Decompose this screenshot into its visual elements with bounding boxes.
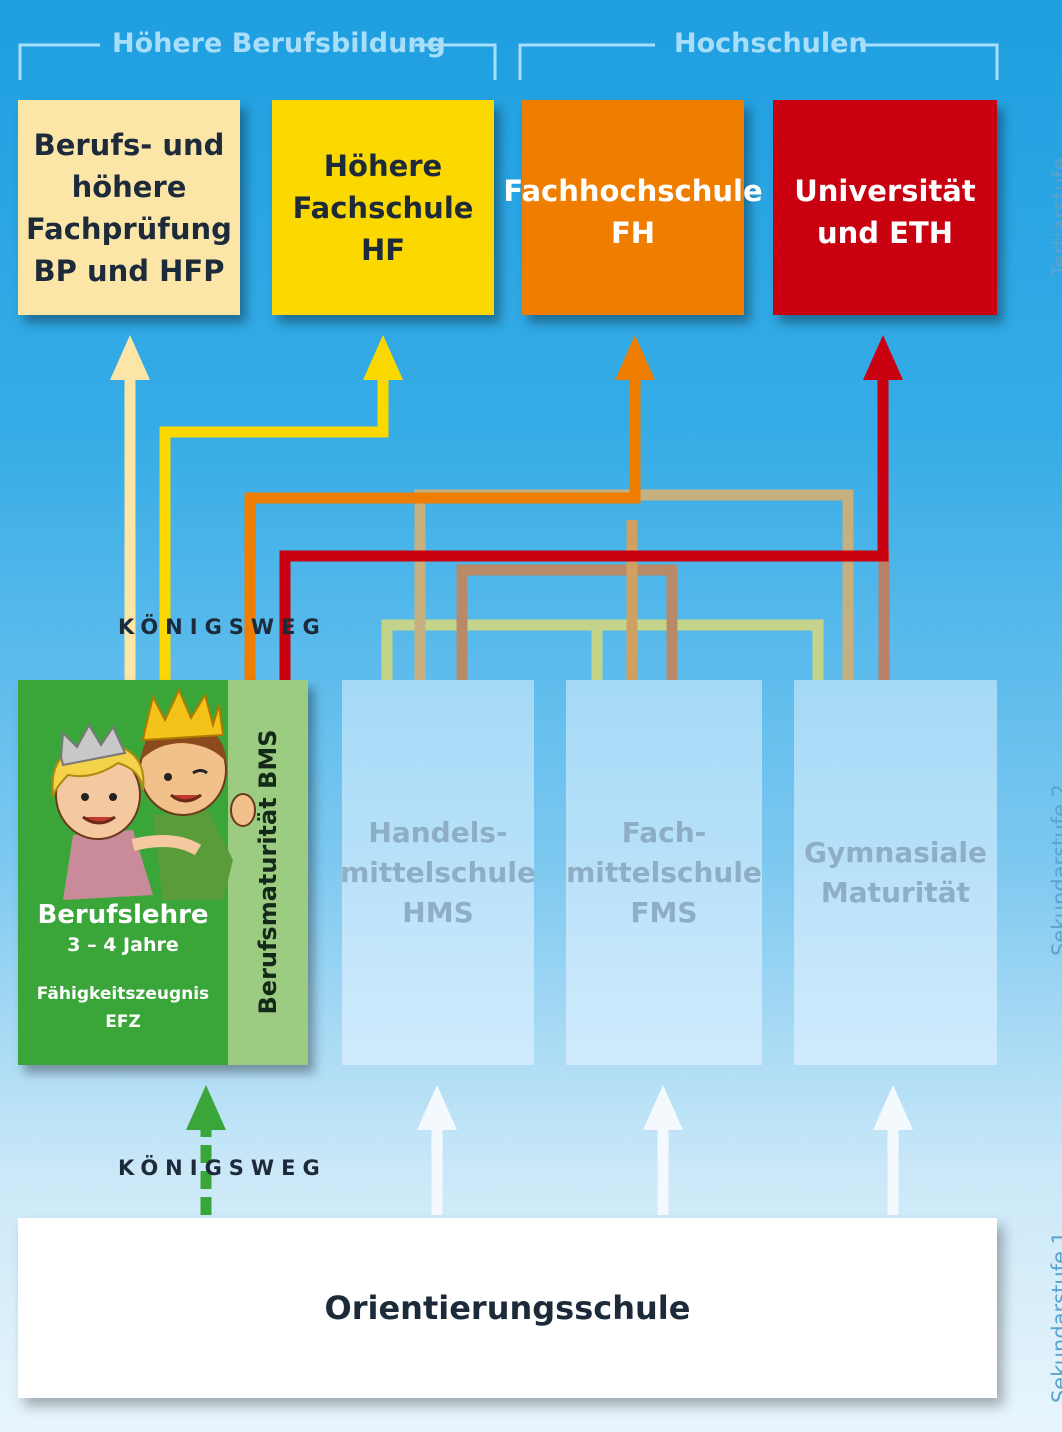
box-line: und ETH	[816, 216, 953, 250]
box-university: Universität und ETH	[773, 100, 997, 315]
box-line: BP und HFP	[33, 253, 225, 288]
arrow-head	[363, 335, 403, 380]
red-path	[279, 375, 889, 680]
certificate-label: Fähigkeitszeugnis EFZ	[18, 980, 228, 1036]
box-apprenticeship: Berufslehre 3 – 4 Jahre Fähigkeitszeugni…	[18, 680, 308, 1065]
royal-road-label-lower: KÖNIGSWEG	[118, 1156, 327, 1180]
arrow-head	[643, 1085, 683, 1130]
box-line: Fachschule	[292, 190, 474, 225]
box-line: Maturität	[820, 875, 971, 909]
royal-road-label-upper: KÖNIGSWEG	[118, 615, 327, 639]
level-label-secondary2: Sekundarstufe 2	[1048, 784, 1062, 957]
arrow-head	[110, 335, 150, 380]
box-line: Fachhochschule	[503, 174, 763, 208]
box-line: FH	[610, 216, 656, 250]
box-bp-hfp: Berufs- und höhere Fachprüfung BP und HF…	[18, 100, 240, 315]
bracket-line	[518, 43, 655, 80]
box-line: mittelschule	[340, 855, 536, 889]
bms-panel	[228, 680, 308, 1065]
box-line: Universität	[794, 174, 976, 208]
apprenticeship-duration: 3 – 4 Jahre	[67, 934, 179, 956]
orange-path	[244, 375, 641, 680]
level-label-tertiary: Tertiärstufe	[1048, 157, 1062, 277]
bracket-label-higher-vocational: Höhere Berufsbildung	[112, 28, 446, 59]
orientation-label: Orientierungsschule	[324, 1289, 691, 1327]
box-line: Fach-	[621, 815, 707, 849]
level-label-secondary1: Sekundarstufe 1	[1048, 1231, 1062, 1404]
box-orientation-school: Orientierungsschule	[18, 1218, 997, 1398]
faint-line	[456, 564, 678, 680]
certificate-line: Fähigkeitszeugnis	[36, 984, 210, 1004]
apprenticeship-title: Berufslehre	[37, 900, 209, 930]
yellow-path	[159, 375, 389, 680]
bracket-line	[18, 43, 100, 80]
box-line: Höhere	[323, 148, 443, 183]
box-line: Fachprüfung	[26, 211, 232, 246]
bracket-label-universities: Hochschulen	[674, 28, 868, 59]
certificate-line: EFZ	[105, 1012, 141, 1032]
arrow-head	[186, 1085, 226, 1130]
box-fh: Fachhochschule FH	[503, 100, 763, 315]
bms-label: Berufsmaturität BMS	[254, 729, 282, 1015]
bracket-line	[860, 43, 999, 80]
box-gymnasium: Gymnasiale Maturität	[794, 680, 997, 1065]
box-line: höhere	[71, 169, 187, 204]
box-line: Berufs- und	[33, 127, 225, 162]
box-hf: Höhere Fachschule HF	[272, 100, 494, 315]
arrow-head	[615, 335, 655, 380]
box-line: Gymnasiale	[804, 835, 987, 869]
bracket-line	[415, 43, 497, 80]
box-hms: Handels- mittelschule HMS	[340, 680, 536, 1065]
box-line: HF	[360, 232, 406, 267]
box-line: Handels-	[368, 815, 508, 849]
box-fms: Fach- mittelschule FMS	[566, 680, 762, 1065]
arrow-head	[417, 1085, 457, 1130]
cartoon-kings-illustration	[51, 687, 256, 900]
arrow-head	[873, 1085, 913, 1130]
box-line: mittelschule	[566, 855, 762, 889]
box-line: HMS	[402, 895, 474, 929]
box-line: FMS	[630, 895, 698, 929]
arrow-head	[863, 335, 903, 380]
